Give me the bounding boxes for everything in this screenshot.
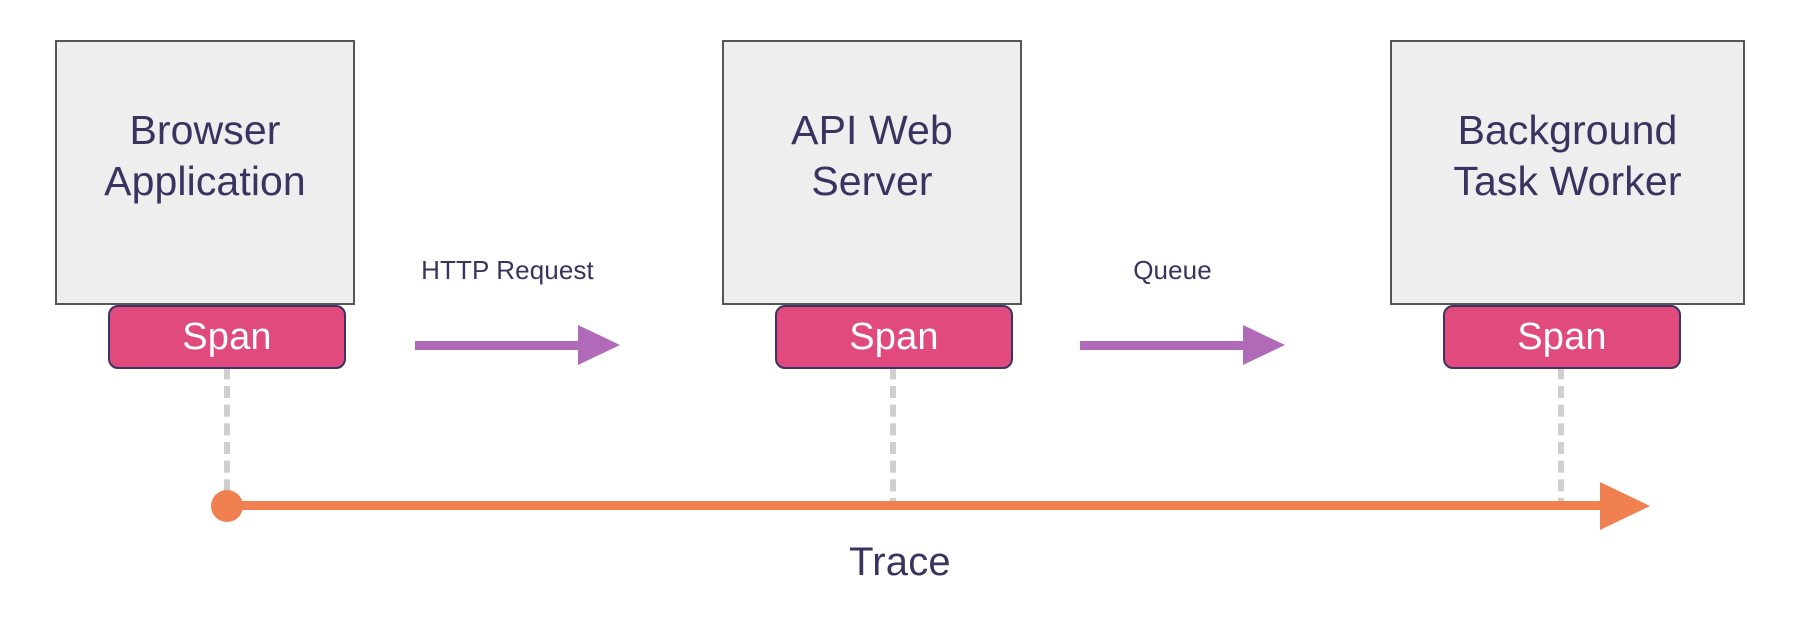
span-badge-browser-application[interactable]: Span	[108, 305, 346, 369]
span-badge-label: Span	[1517, 315, 1607, 358]
service-title-browser-application: Browser Application	[104, 107, 306, 204]
flow-arrow-shaft	[1080, 341, 1250, 350]
flow-label-queue: Queue	[1133, 255, 1212, 285]
dashed-connector-browser-application	[224, 330, 230, 510]
span-badge-background-task-worker[interactable]: Span	[1443, 305, 1681, 369]
flow-arrow-head-icon	[1243, 325, 1285, 365]
trace-line	[227, 501, 1600, 510]
trace-arrow-head-icon	[1600, 482, 1650, 530]
dashed-connector-api-web-server	[890, 330, 896, 510]
flow-label-http-request: HTTP Request	[421, 255, 594, 285]
trace-start-dot-icon	[211, 490, 243, 522]
span-badge-label: Span	[849, 315, 939, 358]
flow-arrow-head-icon	[578, 325, 620, 365]
service-title-api-web-server: API Web Server	[791, 107, 953, 204]
trace-label: Trace	[849, 540, 951, 584]
flow-arrow-queue	[1080, 325, 1285, 365]
dashed-connector-background-task-worker	[1558, 330, 1564, 510]
service-title-background-task-worker: Background Task Worker	[1453, 107, 1682, 204]
span-badge-label: Span	[182, 315, 272, 358]
service-box-background-task-worker: Background Task Worker	[1390, 40, 1745, 305]
flow-arrow-http-request	[415, 325, 620, 365]
service-box-browser-application: Browser Application	[55, 40, 355, 305]
span-badge-api-web-server[interactable]: Span	[775, 305, 1013, 369]
flow-arrow-shaft	[415, 341, 585, 350]
service-box-api-web-server: API Web Server	[722, 40, 1022, 305]
